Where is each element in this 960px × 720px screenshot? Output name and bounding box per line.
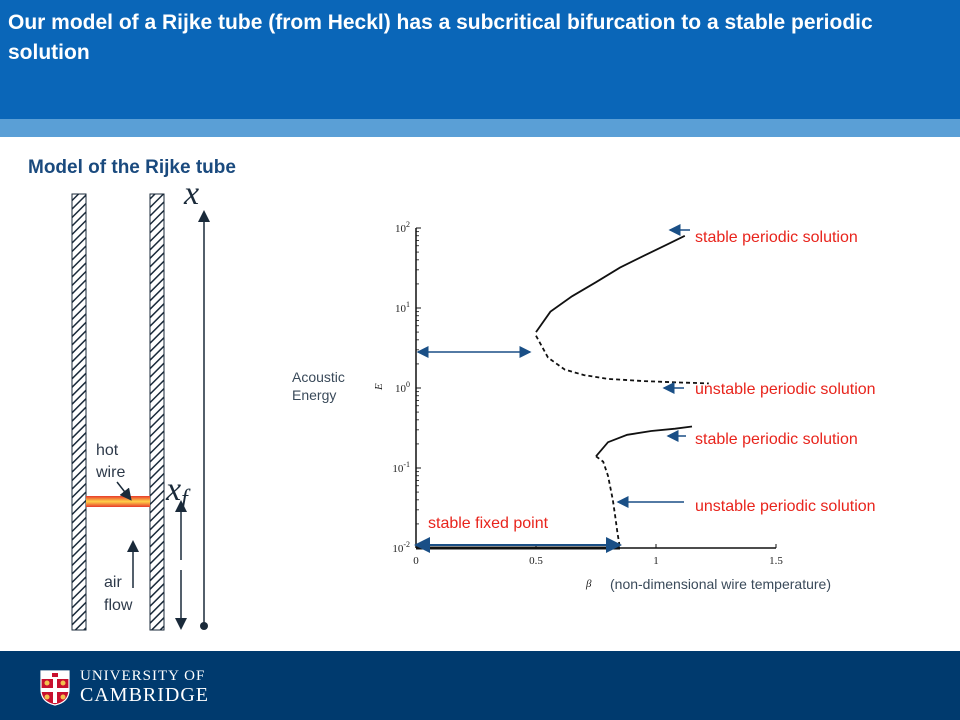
header-stripe xyxy=(0,119,960,137)
x-tick-label-3: 1.5 xyxy=(769,555,783,567)
annotation-unstable-periodic-2: unstable periodic solution xyxy=(695,498,876,515)
logo-text-line2: CAMBRIDGE xyxy=(80,684,210,706)
footer-bar xyxy=(0,651,960,720)
y-axis-label: E xyxy=(373,383,385,391)
series-2-line xyxy=(535,335,709,385)
hot-wire xyxy=(86,496,150,507)
hot-wire-label-2: wire xyxy=(96,464,126,481)
annotation-acoustic-energy-1: Acoustic xyxy=(292,369,345,385)
annotation-stable-periodic-2: stable periodic solution xyxy=(695,431,858,448)
y-tick-label-4: 102 xyxy=(395,220,410,235)
y-tick-label-3: 101 xyxy=(395,300,410,315)
y-tick-label-0: 10-2 xyxy=(392,540,410,555)
axis-xf-label: xf xyxy=(165,471,191,512)
series-4-line xyxy=(595,455,621,549)
series-1-line xyxy=(535,234,686,333)
x-tick-label-0: 0 xyxy=(413,555,419,567)
logo-text-line1: UNIVERSITY OF xyxy=(80,668,206,684)
cambridge-crest-icon xyxy=(40,670,70,706)
origin-dot xyxy=(200,622,208,630)
air-flow-label-1: air xyxy=(104,574,122,591)
annotation-stable-fixed-point: stable fixed point xyxy=(428,515,549,532)
annotation-unstable-periodic-1: unstable periodic solution xyxy=(695,381,876,398)
slide-title: Our model of a Rijke tube (from Heckl) h… xyxy=(8,11,873,64)
x-tick-label-2: 1 xyxy=(653,555,659,567)
header-bar xyxy=(0,0,960,119)
annotation-stable-periodic-1: stable periodic solution xyxy=(695,229,858,246)
x-axis-label: β xyxy=(585,578,592,590)
x-tick-label-1: 0.5 xyxy=(529,555,543,567)
series-3-line xyxy=(595,425,693,457)
tube-wall-left xyxy=(71,193,87,631)
air-flow-label-2: flow xyxy=(104,597,133,614)
hot-wire-pointer xyxy=(116,481,132,501)
tube-wall-right xyxy=(149,193,165,631)
y-tick-label-1: 10-1 xyxy=(392,460,410,475)
annotation-acoustic-energy-2: Energy xyxy=(292,387,337,403)
hot-wire-label-1: hot xyxy=(96,442,119,459)
section-subtitle: Model of the Rijke tube xyxy=(28,157,236,178)
annotation-wire-temperature: (non-dimensional wire temperature) xyxy=(610,576,831,592)
axis-x-label: x xyxy=(183,180,199,212)
rijke-tube-diagram: x xf xyxy=(71,180,210,631)
y-tick-label-2: 100 xyxy=(395,380,410,395)
